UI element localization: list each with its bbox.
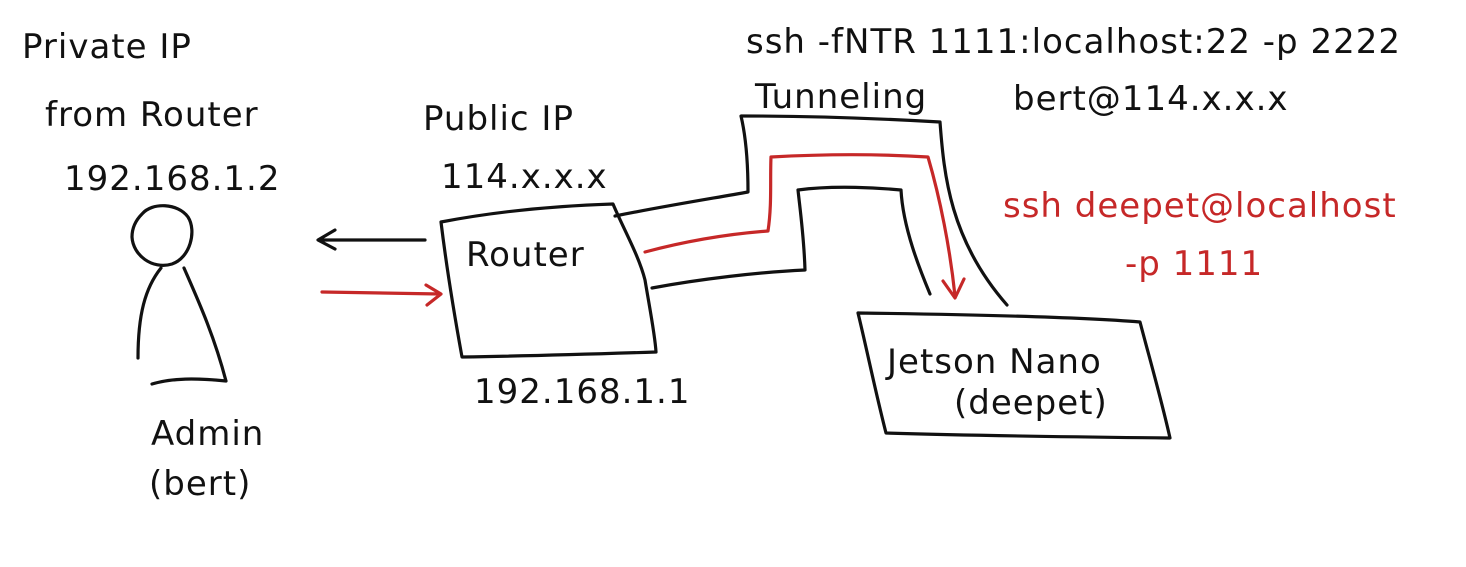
router-box [439,202,658,359]
jetson-user: (deepet) [954,383,1108,423]
admin-head [130,204,194,267]
admin-body [136,266,228,386]
access-command-line1: ssh deepet@localhost [1003,186,1397,226]
tunneling-label: Tunneling [754,77,927,117]
private-ip-label-line1: Private IP [22,27,192,67]
tunnel-ssh-path [643,153,966,300]
tunnel-command-line2: bert@114.x.x.x [1013,79,1289,119]
jetson-label: Jetson Nano [885,342,1102,382]
admin-person-icon [130,204,228,386]
router-to-admin-arrow [316,228,427,251]
jetson-box [856,311,1172,440]
admin-user: (bert) [149,464,251,504]
private-ip-label-line2: from Router [45,95,259,135]
access-command-line2: -p 1111 [1125,244,1263,284]
public-ip-value: 114.x.x.x [441,157,608,197]
tunnel-command-line1: ssh -fNTR 1111:localhost:22 -p 2222 [746,22,1401,62]
router-lan-ip: 192.168.1.1 [474,372,690,412]
public-ip-label: Public IP [423,99,574,139]
admin-to-router-arrow [320,283,443,307]
private-ip-value: 192.168.1.2 [64,159,280,199]
admin-name: Admin [151,414,264,454]
tunnel-upper-wall [613,114,1009,307]
tunnel-lower-wall [650,185,932,296]
router-label: Router [466,235,585,275]
